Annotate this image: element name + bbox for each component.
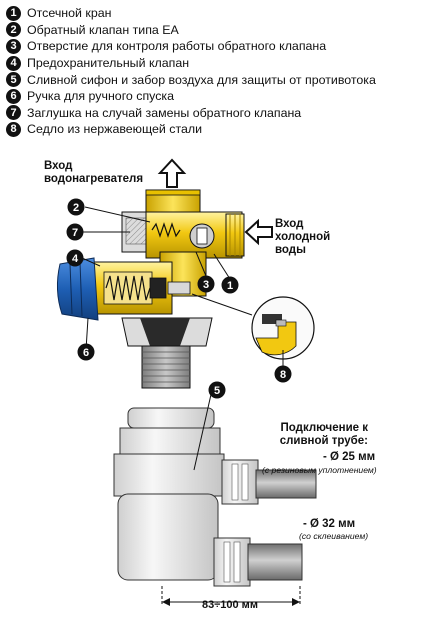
legend-text-8: Седло из нержавеющей стали <box>27 122 203 137</box>
heater-inlet-label-line-2: водонагревателя <box>44 173 144 185</box>
legend-text-3: Отверстие для контроля работы обратного … <box>27 39 327 54</box>
callout-5: 5 <box>208 381 226 399</box>
safety-group-body <box>56 189 245 389</box>
legend-item-3: 3 Отверстие для контроля работы обратного… <box>6 38 418 55</box>
cold-inlet-label-line-3: воды <box>275 244 306 256</box>
callout-1: 1 <box>221 276 239 294</box>
heater-flow-arrow <box>157 158 187 188</box>
diameter-32-label: - Ø 32 мм <box>303 518 356 530</box>
legend-text-4: Предохранительный клапан <box>27 56 190 71</box>
legend-number-7: 7 <box>6 105 21 121</box>
drain-connection-label-line-2: сливной трубе: <box>279 435 368 447</box>
cold-water-flow-arrow <box>244 218 273 246</box>
legend-number-8: 8 <box>6 121 21 137</box>
svg-text:1: 1 <box>227 280 233 292</box>
legend-item-4: 4 Предохранительный клапан <box>6 55 418 72</box>
svg-text:7: 7 <box>72 227 78 239</box>
legend-text-2: Обратный клапан типа ЕА <box>27 22 179 37</box>
diameter-25-label: - Ø 25 мм <box>323 451 376 463</box>
legend-text-1: Отсечной кран <box>27 6 112 21</box>
callout-4: 4 <box>66 249 84 267</box>
legend-number-1: 1 <box>6 5 21 21</box>
legend-number-6: 6 <box>6 88 21 104</box>
legend-item-1: 1 Отсечной кран <box>6 5 418 22</box>
legend-number-5: 5 <box>6 72 21 88</box>
legend-item-5: 5 Сливной сифон и забор воздуха для защит… <box>6 71 418 88</box>
diameter-25-note: (с резиновым уплотнением) <box>262 465 377 475</box>
callout-leaders <box>81 206 231 471</box>
callout-3: 3 <box>197 275 215 293</box>
drain-connection-label-line-1: Подключение к <box>280 422 368 434</box>
diameter-32-note: (со склеиванием) <box>299 531 369 541</box>
legend-text-6: Ручка для ручного спуска <box>27 89 175 104</box>
svg-text:8: 8 <box>280 369 286 381</box>
svg-text:2: 2 <box>73 202 79 214</box>
legend-item-7: 7 Заглушка на случай замены обратного кла… <box>6 105 418 122</box>
seat-detail-magnifier <box>191 293 315 366</box>
dimension-line <box>161 586 301 606</box>
legend-number-4: 4 <box>6 55 21 71</box>
legend-number-2: 2 <box>6 22 21 38</box>
legend-item-2: 2 Обратный клапан типа ЕА <box>6 22 418 39</box>
cold-inlet-label-line-2: холодной <box>275 231 331 243</box>
heater-inlet-label-line-1: Вход <box>44 160 73 172</box>
legend-text-7: Заглушка на случай замены обратного клап… <box>27 105 302 120</box>
heater-inlet-label: Вход водонагревателя <box>44 160 143 186</box>
legend-item-8: 8 Седло из нержавеющей стали <box>6 121 418 138</box>
callout-2: 2 <box>67 198 85 216</box>
dimension-label: 83÷100 мм <box>202 599 258 611</box>
legend-number-3: 3 <box>6 38 21 54</box>
callout-8: 8 <box>274 365 292 383</box>
cold-inlet-label-line-1: Вход <box>275 218 304 230</box>
callout-6: 6 <box>77 343 95 361</box>
drain-siphon <box>113 407 317 587</box>
cold-inlet-label: Вход холодной воды <box>275 218 330 257</box>
legend-item-6: 6 Ручка для ручного спуска <box>6 88 418 105</box>
svg-text:3: 3 <box>203 279 209 291</box>
drain-connection-label: Подключение к сливной трубе: <box>276 422 368 448</box>
svg-text:4: 4 <box>72 253 79 265</box>
legend-text-5: Сливной сифон и забор воздуха для защиты… <box>27 72 376 87</box>
svg-text:5: 5 <box>214 385 220 397</box>
svg-text:6: 6 <box>83 347 89 359</box>
callout-7: 7 <box>66 223 84 241</box>
